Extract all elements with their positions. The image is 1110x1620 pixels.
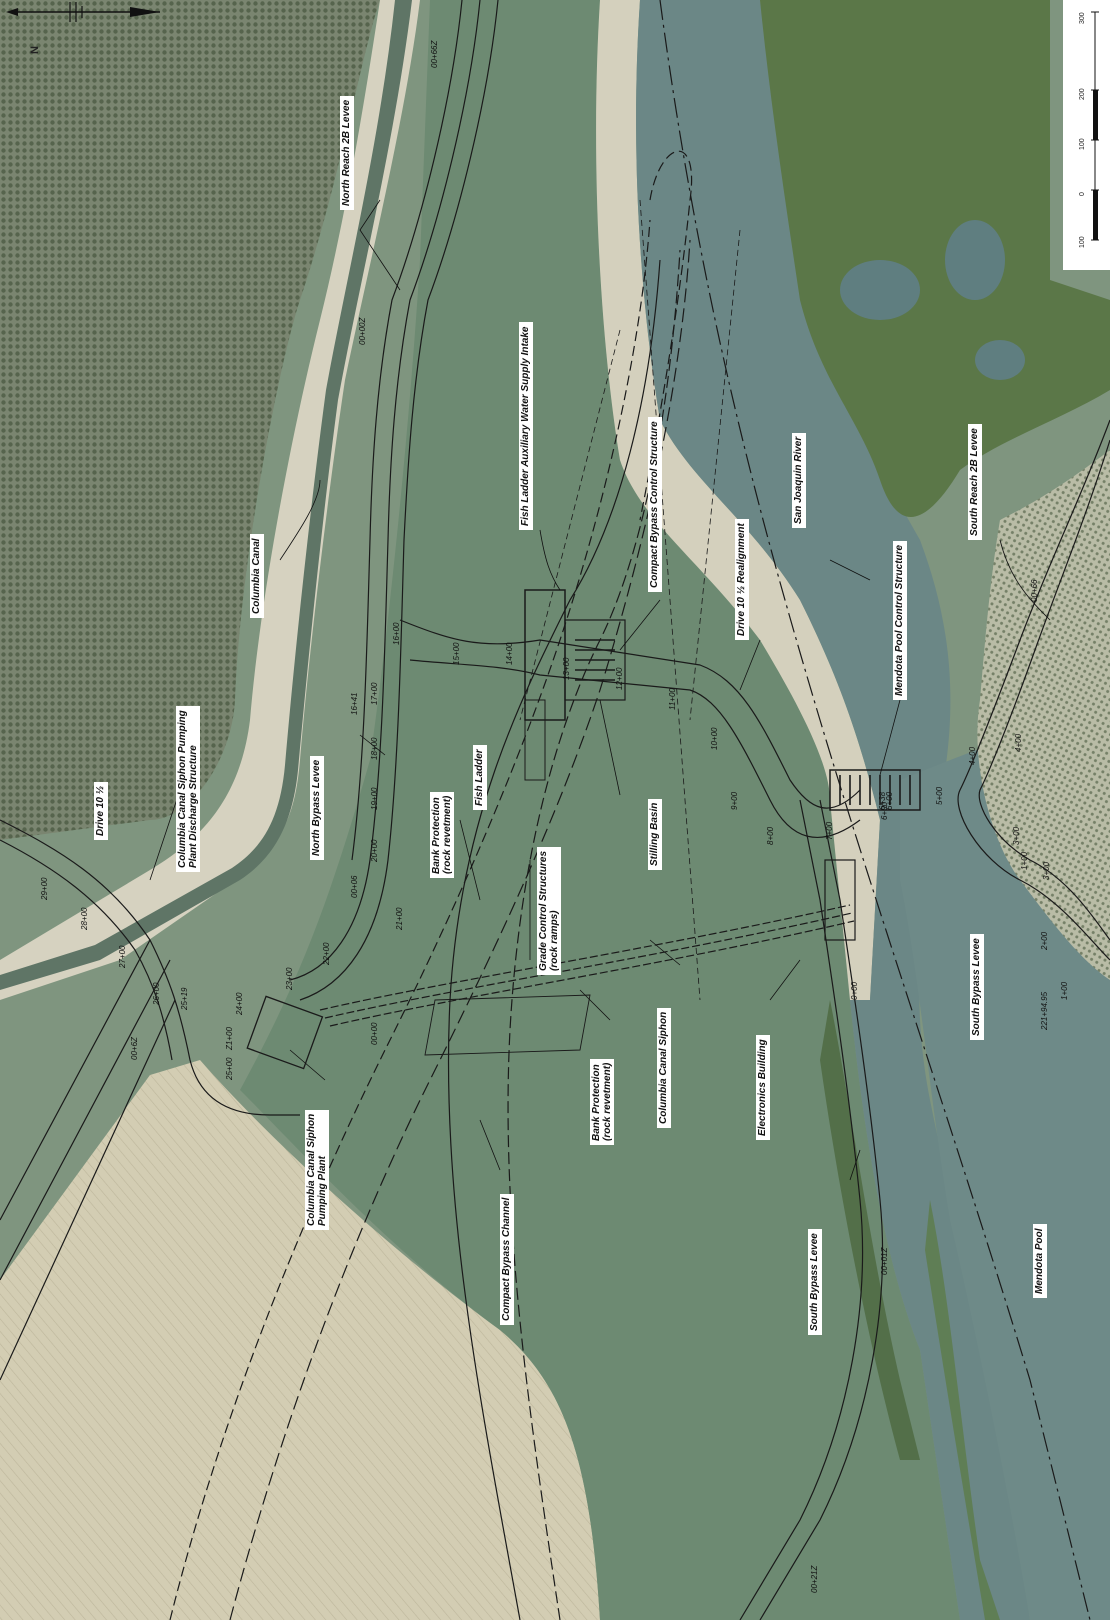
bypass-floodplain <box>240 0 960 1620</box>
label-line: Pumping Plant <box>317 1156 328 1226</box>
label-compact-bypass-control-structure: Compact Bypass Control Structure <box>648 417 662 592</box>
label-electronics-building: Electronics Building <box>756 1035 770 1140</box>
station-label: 29+00 <box>40 877 49 900</box>
station-label: 3+00 <box>1042 861 1051 880</box>
station-label: 00+66 <box>1030 579 1039 602</box>
station-label: 28+00 <box>80 907 89 930</box>
station-label: 16+00 <box>392 622 401 645</box>
orchard-area <box>0 0 380 840</box>
station-label: 16+41 <box>350 692 359 715</box>
station-label: 11+00 <box>668 688 677 710</box>
wetland-area <box>760 0 1110 518</box>
label-columbia-canal-siphon: Columbia Canal Siphon <box>657 1007 671 1128</box>
leader-lines <box>149 199 1051 1181</box>
station-label: 6+38 <box>878 791 887 810</box>
station-label: 3+00 <box>1012 826 1021 845</box>
station-label: 0+00 <box>850 981 859 1000</box>
label-bank-protection-north: Bank Protection (rock revetment) <box>430 791 454 878</box>
station-label: 12+00 <box>615 667 624 690</box>
station-label: 22+00 <box>322 942 331 965</box>
scale-tick: 300 <box>1079 12 1086 24</box>
label-pumping-plant-discharge: Columbia Canal Siphon Pumping Plant Disc… <box>176 706 200 872</box>
station-label: 20+00 <box>370 839 379 862</box>
station-label: 1+00 <box>1020 851 1029 870</box>
control-structures <box>246 589 921 1070</box>
station-label: 00+21Z <box>810 1565 819 1593</box>
north-arrow-label: N <box>29 46 41 54</box>
station-label: 00+01Z <box>880 1247 889 1275</box>
scale-tick: 0 <box>1079 192 1086 196</box>
station-label: 9+00 <box>730 791 739 810</box>
label-mendota-pool-control-structure: Mendota Pool Control Structure <box>893 540 907 700</box>
canal-berm <box>0 0 420 1000</box>
scale-tick: 100 <box>1079 138 1086 150</box>
label-san-joaquin-river: San Joaquin River <box>792 432 806 528</box>
scale-tick: 200 <box>1079 88 1086 100</box>
mendota-pool-water <box>900 700 1110 1620</box>
label-line: Bank Protection <box>431 797 442 874</box>
label-north-reach-2b-levee: North Reach 2B Levee <box>340 95 354 210</box>
station-label: 5+00 <box>935 786 944 805</box>
label-line: Plant Discharge Structure <box>188 745 199 868</box>
station-label: 7+00 <box>825 821 834 840</box>
label-bank-protection-south: Bank Protection (rock revetment) <box>590 1058 614 1145</box>
label-south-bypass-levee-bottom: South Bypass Levee <box>808 1229 822 1335</box>
label-line: (rock ramps) <box>549 910 560 971</box>
station-label: 18+00 <box>370 737 379 760</box>
orchard-right <box>977 450 1110 980</box>
label-compact-bypass-channel: Compact Bypass Channel <box>500 1193 514 1325</box>
station-label: 17+00 <box>370 682 379 705</box>
scale-tick: 100 <box>1079 236 1086 248</box>
label-grade-control-structures: Grade Control Structures (rock ramps) <box>537 846 561 975</box>
label-mendota-pool: Mendota Pool <box>1033 1224 1047 1298</box>
label-drive-10: Drive 10 ½ <box>94 781 108 840</box>
station-label: 4+00 <box>968 746 977 765</box>
label-drive-10-realignment: Drive 10 ½ Realignment <box>735 519 749 640</box>
station-label: 00+00 <box>370 1022 379 1045</box>
label-line: Bank Protection <box>591 1064 602 1141</box>
station-label: 26+00 <box>152 982 161 1005</box>
station-label: 10+00 <box>710 727 719 750</box>
station-label: 8+00 <box>766 826 775 845</box>
station-label: 23+00 <box>285 967 294 990</box>
crop-field <box>0 1060 600 1620</box>
station-label: 00+00Z <box>358 317 367 345</box>
label-south-reach-2b-levee: South Reach 2B Levee <box>968 424 982 540</box>
label-line: Grade Control Structures <box>538 850 549 971</box>
label-line: Columbia Canal Siphon <box>306 1113 317 1226</box>
station-label: 13+00 <box>562 657 571 680</box>
station-label: Z1+00 <box>225 1027 234 1050</box>
north-arrow-icon <box>6 2 160 22</box>
station-label: 00+66Z <box>430 40 439 68</box>
station-label: 00+06 <box>350 875 359 898</box>
station-label: 27+00 <box>118 945 127 968</box>
label-siphon-pumping-plant: Columbia Canal Siphon Pumping Plant <box>305 1109 329 1230</box>
station-label: 1+00 <box>1060 981 1069 1000</box>
station-label: 19+00 <box>370 787 379 810</box>
station-label: 221+94.95 <box>1040 991 1049 1030</box>
station-label: 4+00 <box>1014 733 1023 752</box>
station-label: 14+00 <box>505 642 514 665</box>
station-label: 25+00 <box>225 1057 234 1080</box>
label-south-bypass-levee-right: South Bypass Levee <box>970 934 984 1040</box>
label-columbia-canal: Columbia Canal <box>250 534 264 618</box>
label-north-bypass-levee: North Bypass Levee <box>310 755 324 860</box>
label-fish-ladder-intake: Fish Ladder Auxiliary Water Supply Intak… <box>519 322 533 530</box>
label-stilling-basin: Stilling Basin <box>648 798 662 870</box>
station-label: 2+00 <box>1040 931 1049 950</box>
label-line: (rock revetment) <box>602 1062 613 1141</box>
label-line: Columbia Canal Siphon Pumping <box>177 710 188 868</box>
station-label: 25+19 <box>180 987 189 1010</box>
scale-bar: 100 0 100 200 300 <box>1063 0 1110 270</box>
station-label: 21+00 <box>395 907 404 930</box>
station-label: 24+00 <box>235 992 244 1015</box>
label-fish-ladder: Fish Ladder <box>473 745 487 810</box>
station-label: 15+00 <box>452 642 461 665</box>
station-label: 00+6Z <box>130 1037 139 1060</box>
label-line: (rock revetment) <box>442 795 453 874</box>
